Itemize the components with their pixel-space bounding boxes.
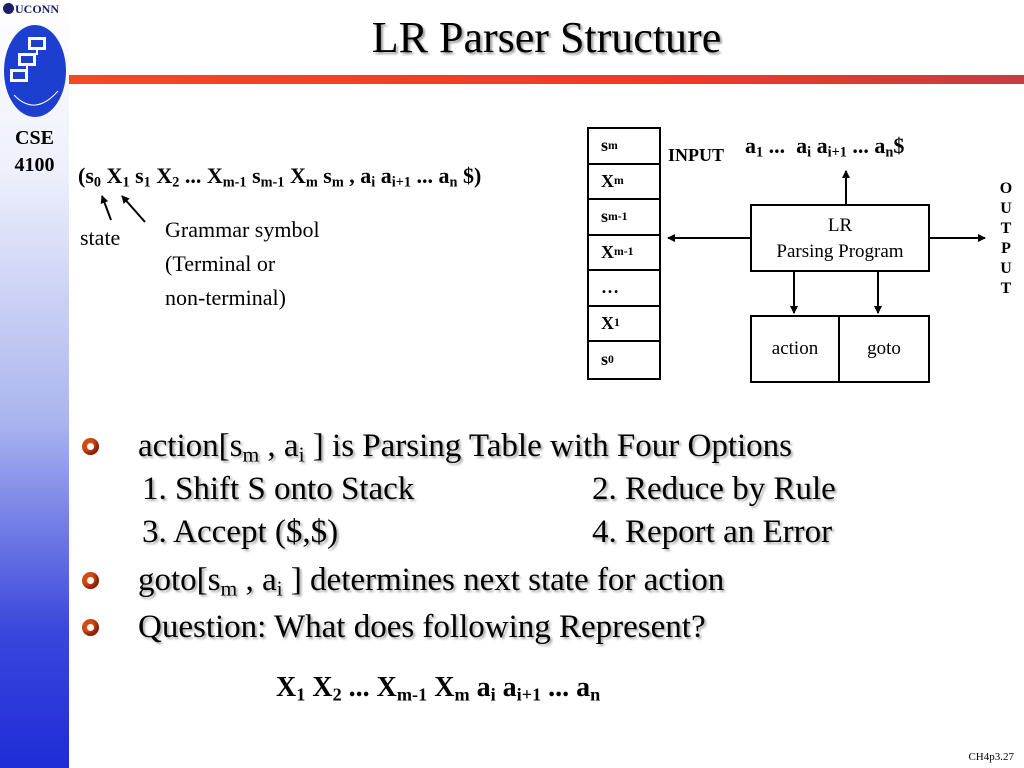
input-string: a1 ... ai ai+1 ... an$: [745, 133, 905, 161]
bullet-icon: [82, 438, 99, 455]
course-number: 4100: [14, 154, 55, 176]
title-divider: [69, 75, 1024, 84]
parsing-table-box: action goto: [750, 315, 930, 383]
uconn-seal-icon: [3, 3, 14, 14]
uconn-logo: UCONN: [3, 2, 59, 17]
grammar-symbol-label: Grammar symbol (Terminal or non-terminal…: [165, 217, 320, 310]
lr-parsing-program-box: LR Parsing Program: [750, 204, 930, 272]
state-label: state: [80, 225, 121, 250]
bullet-icon: [82, 619, 99, 636]
state-pointer-arrow: [100, 195, 112, 221]
bullet-icon: [82, 572, 99, 589]
stack-cell: …: [589, 271, 659, 307]
action-table: action: [752, 317, 840, 381]
input-label: INPUT: [668, 145, 725, 165]
page-title: LR Parser Structure: [371, 13, 722, 62]
course-code: CSE: [15, 127, 54, 149]
symbol-pointer-arrow: [121, 195, 146, 223]
configuration-tuple: (s0 X1 s1 X2 ... Xm-1 sm-1 Xm sm , ai ai…: [78, 163, 482, 191]
sentential-form: X1 X2 ... Xm-1 Xm ai ai+1 ... an: [276, 672, 601, 705]
cse-logo: [4, 25, 66, 117]
slide-number: CH4p3.27: [968, 751, 1014, 763]
goto-table: goto: [867, 338, 901, 359]
output-label: O U T P U T: [999, 180, 1013, 297]
network-icon: [10, 37, 59, 106]
sidebar-gradient: UCONN CSE 4100: [0, 0, 69, 768]
